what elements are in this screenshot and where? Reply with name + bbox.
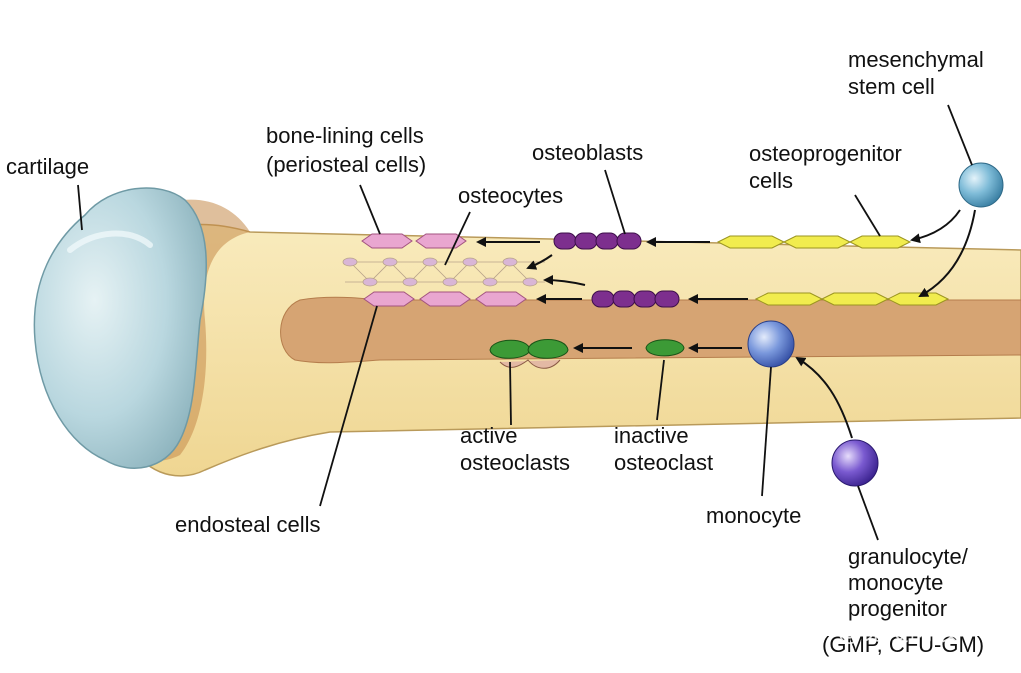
label-mesenchymal-1: mesenchymal [848,47,984,72]
arrow [910,209,961,244]
gmp-cell [831,439,879,487]
label-cartilage: cartilage [6,154,89,179]
label-endosteal: endosteal cells [175,512,321,537]
arrow [526,254,553,270]
label-gmp-3: progenitor [848,596,947,621]
mesenchymal-stem-cell [958,162,1004,208]
osteoblasts-top [553,232,642,250]
differentiation-arrows [476,209,976,439]
osteocyte [442,277,458,287]
cartilage-highlight [67,230,153,253]
arrow [795,356,853,439]
label-osteoprogenitor-1: osteoprogenitor [749,141,902,166]
label-inactive-1: inactive [614,423,689,448]
label-osteocytes: osteocytes [458,183,563,208]
leader-lines [77,104,973,541]
watermark-text: 知乎 @免疫阿核 [782,618,958,646]
bone-lining-cells-top [361,233,467,249]
osteocyte [342,257,358,267]
osteocyte [422,257,438,267]
osteocyte [362,277,378,287]
osteocyte-network [342,257,545,287]
inactive-osteoclast [645,339,685,357]
osteoblasts-bottom [591,290,680,308]
label-bone-lining-1: bone-lining cells [266,123,424,148]
marrow-cavity [280,296,1021,364]
osteocyte [522,277,538,287]
label-active-2: osteoclasts [460,450,570,475]
arrow [918,209,976,297]
label-bone-lining-2: (periosteal cells) [266,152,426,177]
osteocyte [502,257,518,267]
osteocyte [482,277,498,287]
label-gmp-4: (GMP, CFU-GM) [822,632,984,657]
label-osteoprogenitor-2: cells [749,168,793,193]
monocyte-cell [747,320,795,368]
label-gmp-1: granulocyte/ [848,544,969,569]
label-active-1: active [460,423,517,448]
osteoprogenitor-cells-bottom [754,292,950,306]
label-inactive-2: osteoclast [614,450,713,475]
osteocyte [462,257,478,267]
cartilage-cap [33,187,207,469]
endosteal-cells [363,291,527,307]
label-monocyte: monocyte [706,503,801,528]
label-mesenchymal-2: stem cell [848,74,935,99]
arrow [543,275,586,286]
active-osteoclasts [489,339,569,369]
label-osteoblasts: osteoblasts [532,140,643,165]
osteocyte [382,257,398,267]
osteocyte [402,277,418,287]
osteoprogenitor-cells-top [716,235,912,249]
label-gmp-2: monocyte [848,570,943,595]
